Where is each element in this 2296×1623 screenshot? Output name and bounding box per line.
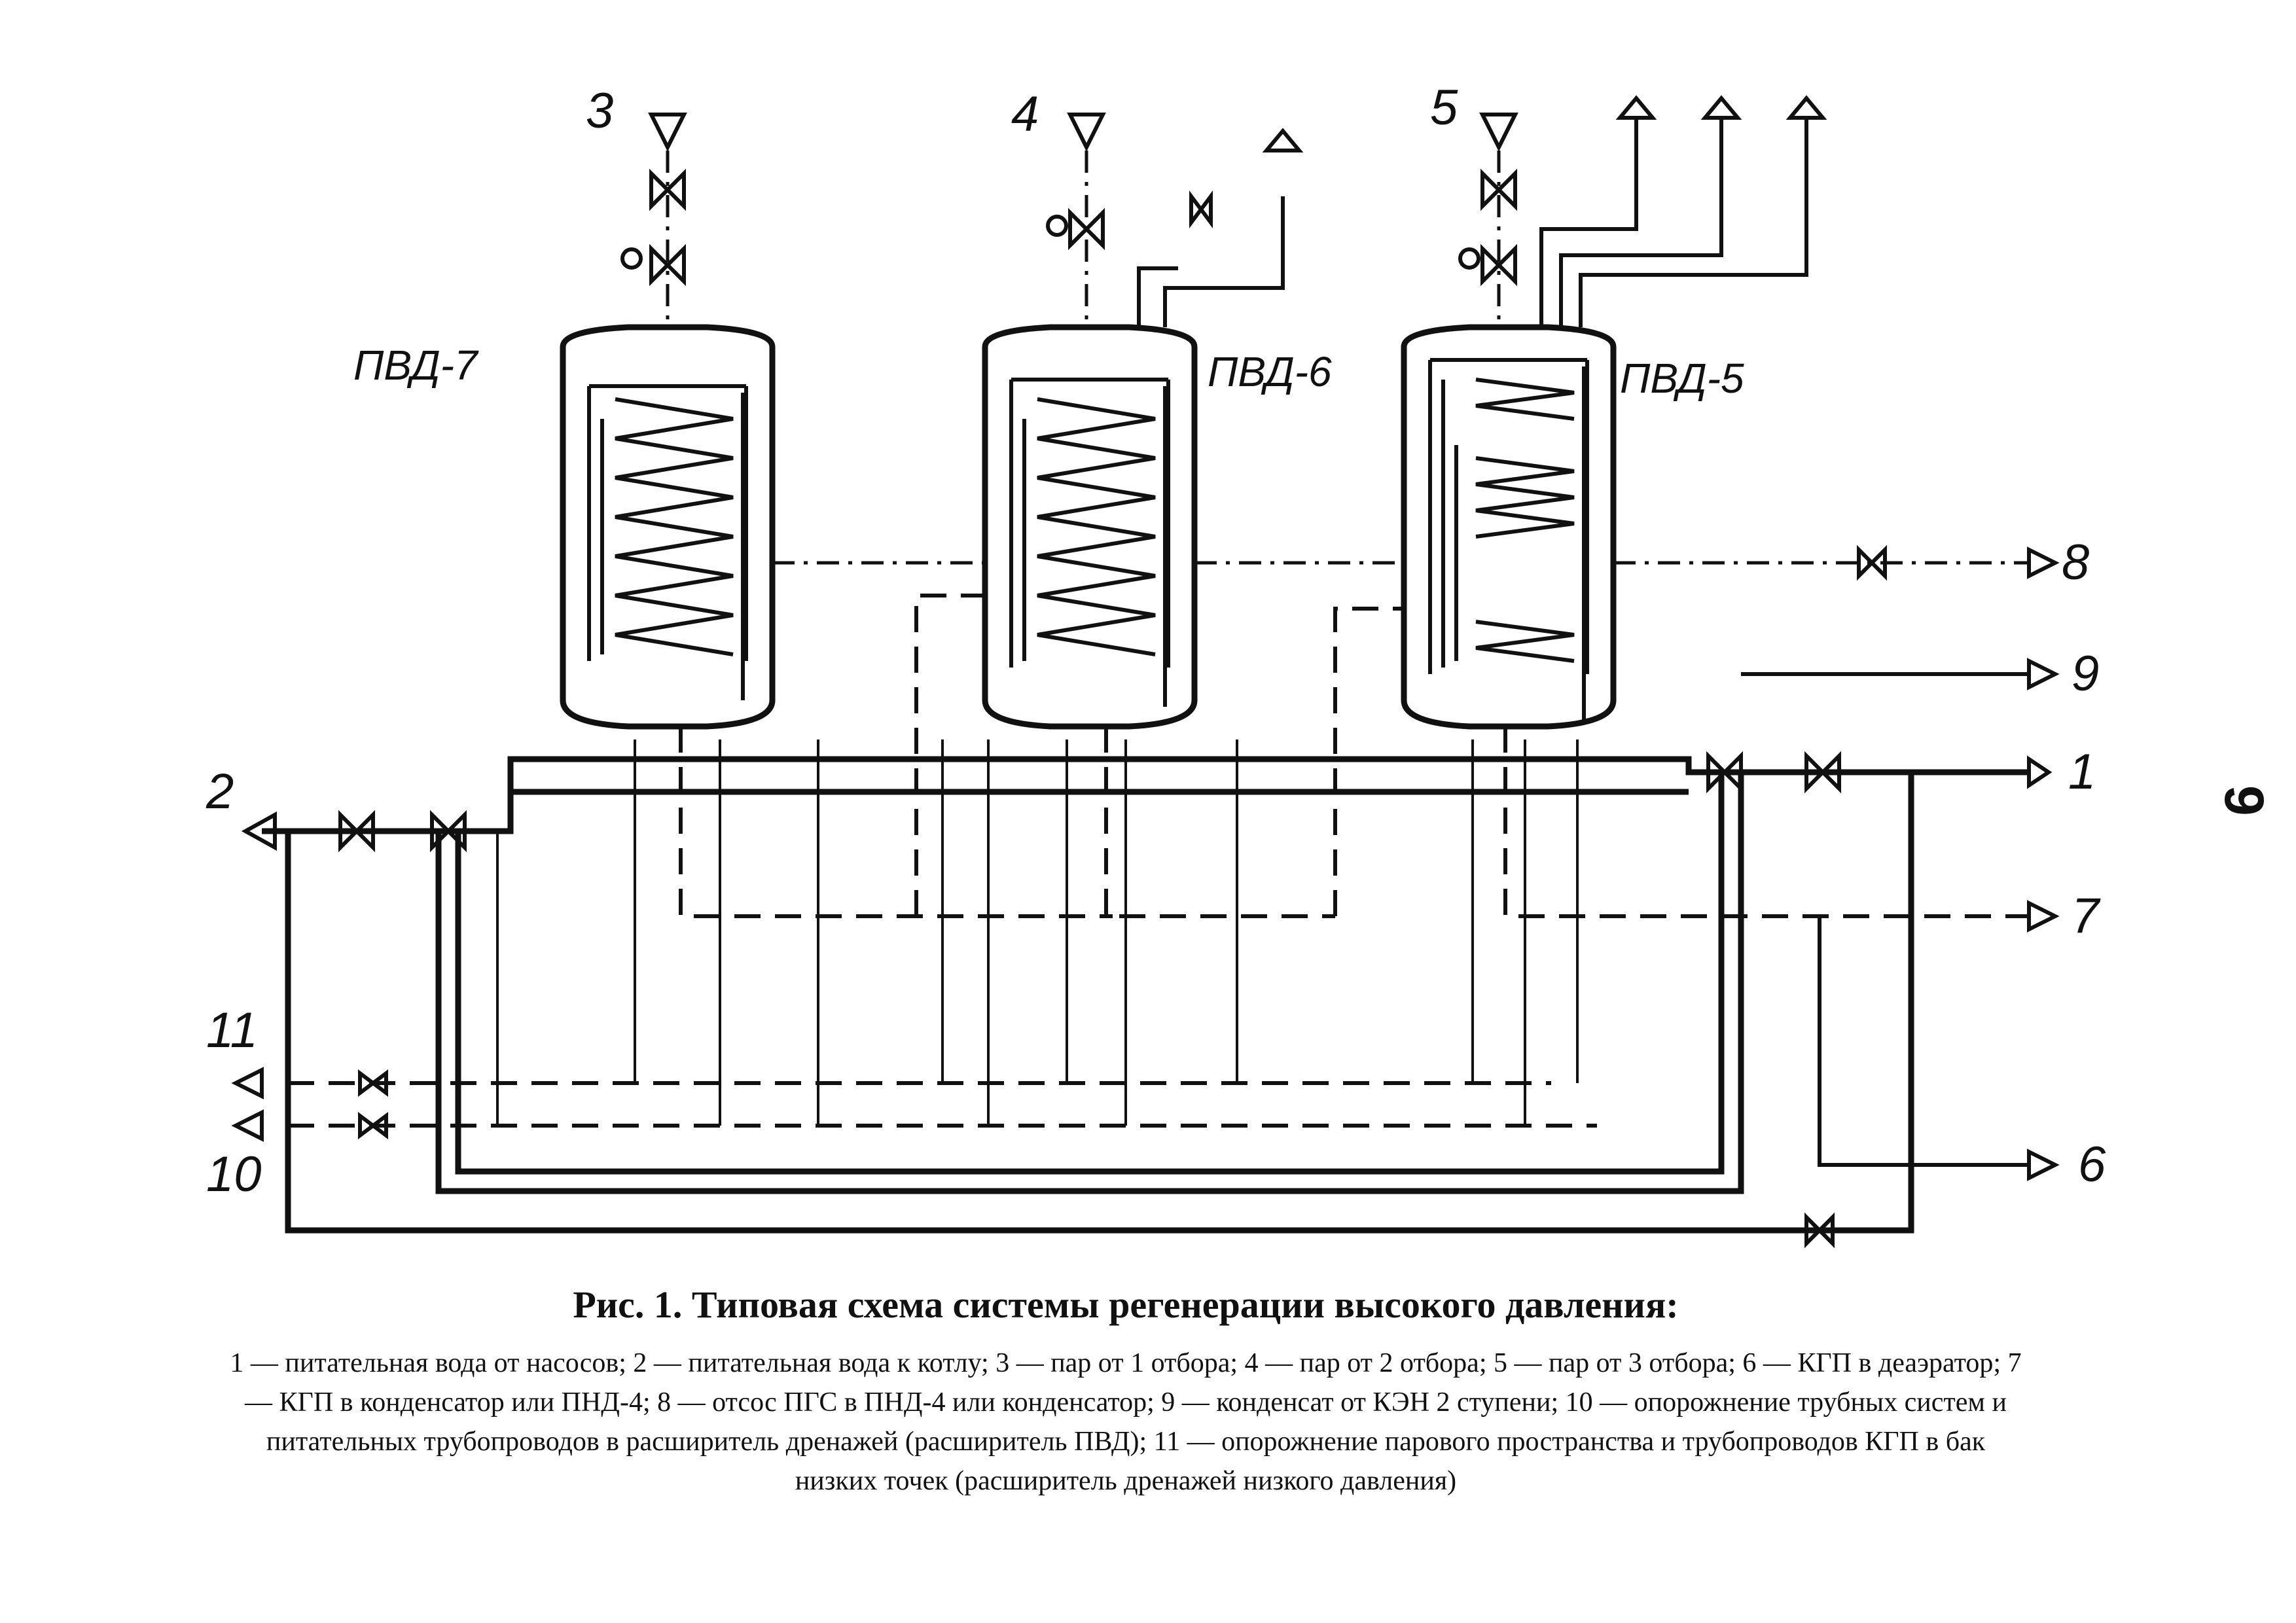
steam-inlet-3 — [620, 113, 687, 327]
line-label-5: 5 — [1430, 80, 1458, 135]
steam-inlet-5 — [1458, 95, 1827, 327]
page-number: 9 — [2214, 785, 2275, 816]
heater-pvd-5 — [1401, 324, 1617, 730]
feedwater-main — [241, 751, 2053, 853]
heater-label-pvd-7: ПВД-7 — [353, 342, 479, 389]
heater-label-pvd-6: ПВД-6 — [1208, 348, 1332, 395]
line-label-4: 4 — [1011, 86, 1039, 142]
line-label-10: 10 — [206, 1147, 262, 1202]
line-label-1: 1 — [2068, 744, 2096, 800]
heater-pvd-7 — [560, 324, 776, 730]
heater-pvd-6 — [982, 324, 1198, 730]
drain-collectors — [231, 740, 1597, 1142]
figure-caption: Рис. 1. Типовая схема системы регенераци… — [223, 1283, 2029, 1501]
line-label-6: 6 — [2078, 1137, 2106, 1192]
heater-label-pvd-5: ПВД-5 — [1620, 355, 1744, 402]
caption-title: Рис. 1. Типовая схема системы регенераци… — [573, 1283, 1679, 1326]
line-label-7: 7 — [2072, 888, 2101, 944]
line-label-8: 8 — [2062, 535, 2089, 590]
air-vent-line-8 — [772, 544, 2060, 581]
bypass-lines — [285, 658, 2060, 1249]
caption-legend: 1 — питательная вода от насосов; 2 — пит… — [230, 1348, 2022, 1496]
condensate-cascade — [679, 594, 2060, 933]
line-label-9: 9 — [2072, 646, 2099, 702]
steam-inlet-4 — [1046, 113, 1304, 327]
line-label-2: 2 — [206, 764, 234, 819]
line-label-3: 3 — [586, 83, 613, 139]
line-label-11: 11 — [206, 1003, 258, 1058]
